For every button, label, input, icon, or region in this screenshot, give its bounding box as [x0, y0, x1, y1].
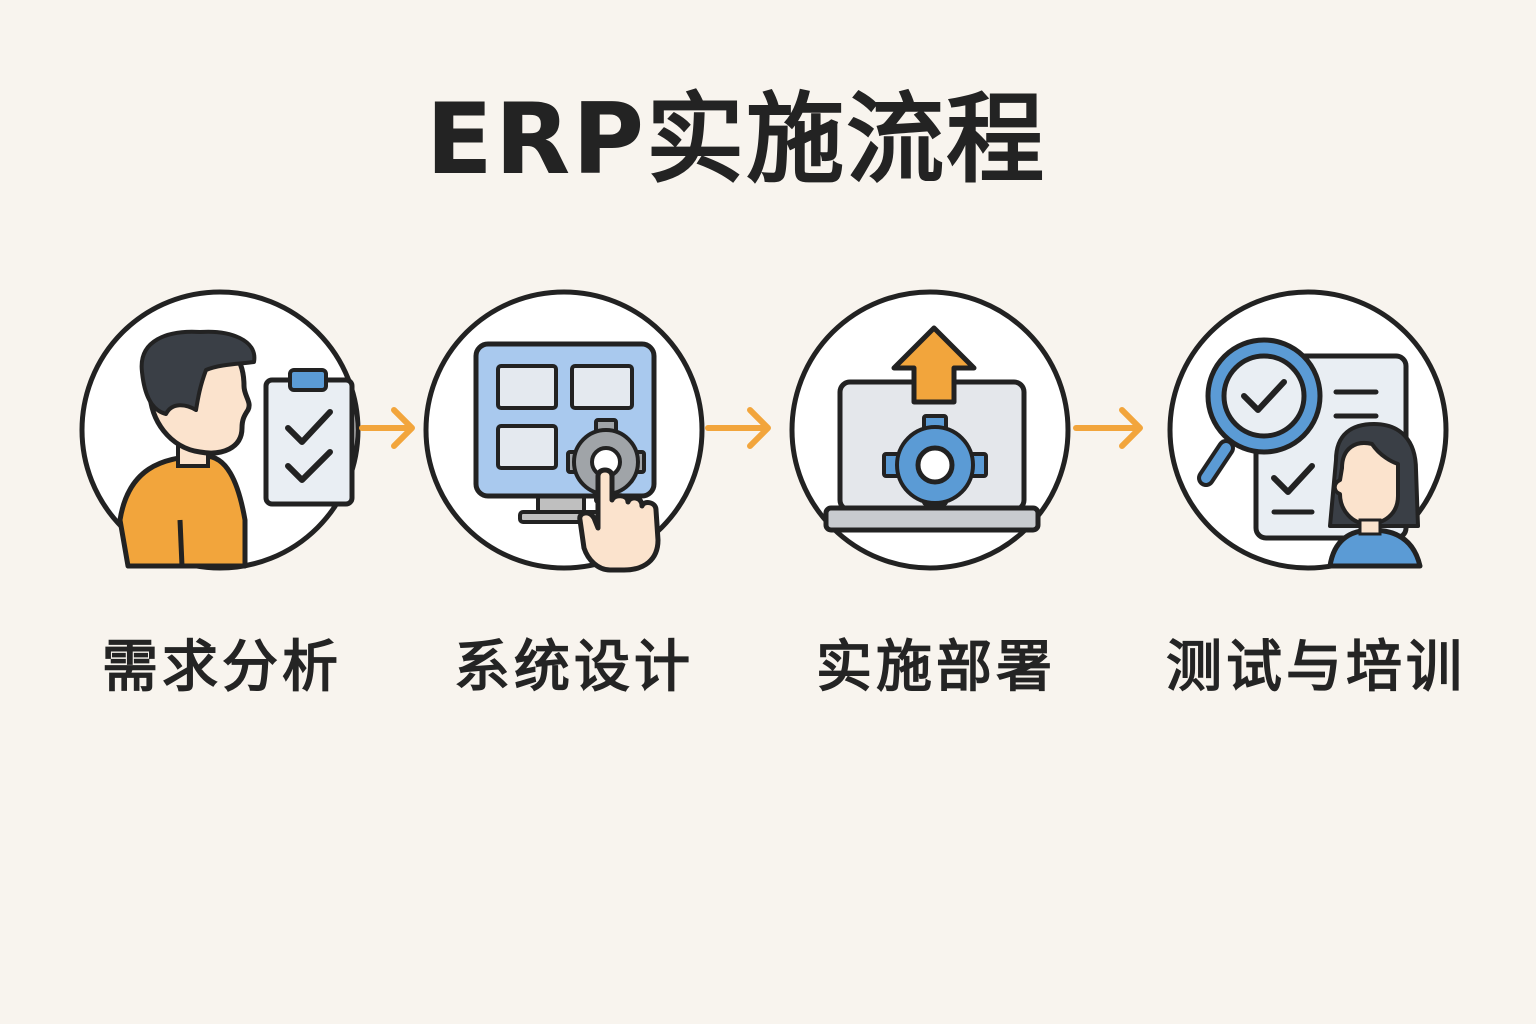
arrow-1-icon: [359, 407, 415, 449]
step-4-node: [1167, 289, 1449, 571]
person-checklist-icon: [117, 329, 355, 569]
laptop-upload-gear-icon: [823, 325, 1041, 533]
step-3-label: 实施部署: [816, 635, 1056, 700]
step-1-label: 需求分析: [102, 635, 342, 700]
arrow-3-icon: [1073, 407, 1143, 449]
page-title: ERP实施流程: [425, 83, 1047, 197]
magnifier-document-person-icon: [1197, 337, 1423, 569]
step-1-node: [79, 289, 361, 571]
step-2-node: [423, 289, 705, 573]
step-3-node: [789, 289, 1071, 571]
step-2-label: 系统设计: [454, 635, 694, 700]
step-4-label: 测试与培训: [1166, 635, 1466, 700]
arrow-2-icon: [705, 407, 771, 449]
monitor-gear-hand-icon: [473, 341, 661, 573]
